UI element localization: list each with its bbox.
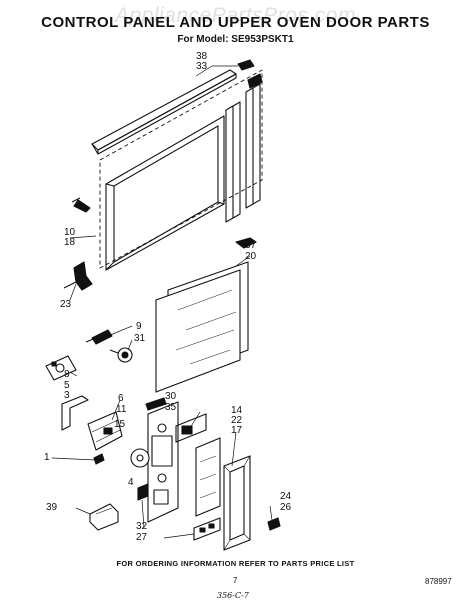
callout-5: 5: [64, 380, 70, 391]
part-15-thermostat: [87, 411, 123, 451]
callout-33: 33: [196, 61, 208, 72]
part-38-clip: [237, 59, 255, 71]
callout-20: 20: [245, 251, 257, 262]
callout-4: 4: [128, 477, 134, 488]
callout-3: 3: [64, 390, 70, 401]
callout-22: 22: [231, 415, 243, 426]
callout-35: 35: [165, 402, 177, 413]
callout-18: 18: [64, 237, 76, 248]
part-37-hinge: [235, 237, 257, 249]
callout-37: 37: [245, 240, 257, 251]
callout-15: 15: [114, 419, 126, 430]
page-title: CONTROL PANEL AND UPPER OVEN DOOR PARTS: [41, 14, 430, 31]
callout-11: 11: [116, 404, 127, 415]
part-27-nameplate: [193, 517, 221, 541]
part-9-switch: [85, 329, 113, 345]
callout-10: 10: [64, 227, 76, 238]
callout-6: 6: [118, 393, 124, 404]
callout-27: 27: [136, 532, 148, 543]
door-frame: [105, 115, 225, 271]
ordering-note: FOR ORDERING INFORMATION REFER TO PARTS …: [116, 559, 355, 568]
callout-32: 32: [136, 521, 148, 532]
callout-9: 9: [136, 321, 142, 332]
part-3-bracket: [61, 395, 89, 431]
callout-23: 23: [60, 299, 72, 310]
page-number: 7: [233, 576, 238, 585]
side-rail-left: [225, 101, 241, 223]
callout-31: 31: [134, 333, 146, 344]
part-17-trim: [223, 455, 251, 551]
part-8-clock: [45, 355, 77, 381]
part-32-button: [137, 483, 149, 501]
document-number: 878997: [425, 577, 452, 586]
part-31-knob: [109, 347, 133, 363]
glass-panel-front: [155, 269, 241, 393]
part-10-screw: [71, 197, 91, 213]
callout-8: 8: [64, 369, 70, 380]
part-26-spacer: [267, 517, 281, 531]
callout-1: 1: [44, 452, 50, 463]
callout-14: 14: [231, 405, 243, 416]
top-trim-strip: [91, 69, 237, 155]
callout-30: 30: [165, 391, 177, 402]
callout-38: 38: [196, 51, 208, 62]
part-39-bracket: [89, 503, 119, 531]
watermark: AppliancePartsPros.com: [115, 4, 356, 27]
part-30-clip: [145, 397, 167, 411]
callout-26: 26: [280, 502, 292, 513]
part-4-knob: [130, 448, 150, 468]
part-23-latch: [63, 261, 93, 291]
model-label: For Model: SE953PSKT1: [177, 34, 294, 45]
callout-39: 39: [46, 502, 58, 513]
part-35-control-panel: [147, 401, 179, 523]
side-rail-right: [245, 73, 263, 209]
callout-17: 17: [231, 425, 243, 436]
part-14-frame: [175, 413, 207, 443]
handwritten-note: 356-C-7: [217, 591, 249, 600]
leader-lines: [51, 65, 273, 539]
assembly-outline: [99, 69, 263, 269]
callout-24: 24: [280, 491, 292, 502]
part-1-screw: [93, 453, 105, 465]
part-22-window: [195, 437, 221, 517]
